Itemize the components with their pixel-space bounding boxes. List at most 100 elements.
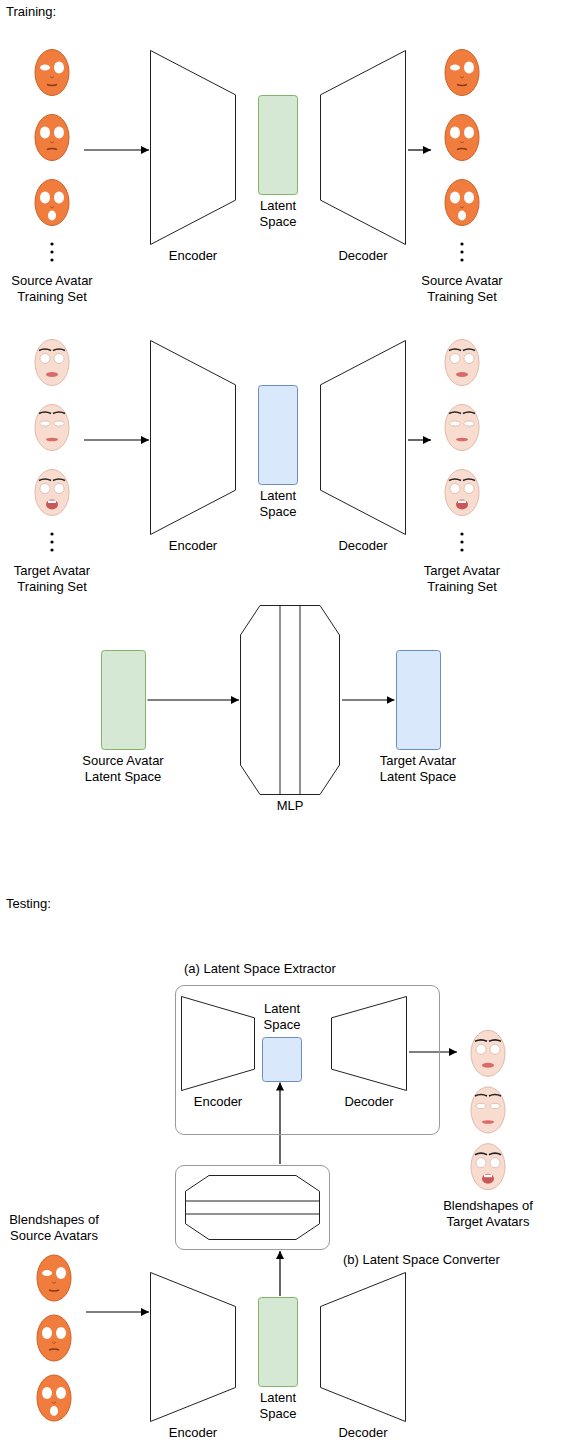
latent-space-block: Latent Space (248, 385, 308, 521)
node-label: Source Avatar Training Set (414, 270, 510, 306)
node-label: Encoder (150, 535, 236, 554)
node-label: Latent Space (248, 1387, 308, 1423)
arrow-connector (148, 699, 240, 700)
face-eye (476, 1158, 486, 1168)
face-mouth (482, 1063, 494, 1068)
shape-figure (320, 50, 406, 245)
face-eye (40, 484, 50, 494)
face-eye (490, 1158, 500, 1168)
decoder-trapezoid (321, 51, 406, 245)
face-mouth (49, 1349, 59, 1350)
face-eye (464, 62, 474, 74)
shape-figure (258, 1297, 298, 1387)
avatar-face (35, 470, 69, 516)
arrow-connector (84, 439, 149, 440)
face-mouth (482, 1120, 494, 1124)
avatar-face (445, 115, 479, 161)
face-mouth (457, 85, 467, 86)
face-mouth (50, 1406, 58, 1416)
mlp-layer-line (300, 606, 301, 795)
latent-space-block (259, 96, 298, 195)
ellipsis-dot (460, 540, 463, 543)
face-nose (460, 207, 464, 209)
node-label: Encoder (181, 1091, 255, 1110)
module-frame: (a) Latent Space ExtractorEncoderLatent … (175, 985, 440, 1135)
module-title: (b) Latent Space Converter (343, 1252, 500, 1268)
face-brow (489, 1095, 501, 1097)
face-teeth (48, 501, 56, 504)
shape-figure (262, 1037, 302, 1082)
node-label: Latent Space (248, 195, 308, 231)
face-eye (464, 127, 474, 139)
latent-space-block (259, 1298, 298, 1387)
arrow-connector (408, 439, 431, 440)
face-skin (445, 50, 479, 96)
face-nose (52, 1342, 56, 1344)
section-label: Testing: (6, 896, 51, 912)
arrow-connector (279, 1251, 280, 1296)
face-eye (56, 1387, 66, 1399)
shape-figure (432, 40, 492, 270)
face-eye (54, 192, 64, 204)
face-eye (40, 354, 50, 364)
face-skin (37, 1375, 71, 1421)
arrow-connector (279, 1083, 280, 1165)
face-mouth (456, 372, 468, 377)
face-eye (54, 127, 64, 139)
avatar-face (35, 50, 69, 96)
face-teeth (484, 1175, 492, 1178)
face-eye (450, 484, 460, 494)
mlp-outline (186, 1176, 320, 1240)
ellipsis-dot (50, 242, 53, 245)
face-skin (37, 1315, 71, 1361)
face-nose (50, 142, 54, 144)
encoder-block: Encoder (150, 1272, 236, 1441)
face-brow (463, 479, 475, 481)
face-brow (489, 1040, 501, 1042)
shape-figure (150, 340, 236, 535)
node-label: MLP (240, 795, 340, 814)
node-label: Target Avatar Training Set (4, 560, 100, 596)
ellipsis-dot (50, 258, 53, 261)
face-eye (490, 1104, 500, 1109)
avatar-face (471, 1144, 505, 1190)
face-eye (450, 65, 460, 71)
node-label: Blendshapes of Source Avatars (4, 1212, 104, 1248)
face-eye (56, 1267, 66, 1279)
face-brow (475, 1153, 487, 1155)
avatar-set: Target Avatar Training Set (414, 330, 510, 596)
face-skin (471, 1087, 505, 1133)
node-label: Decoder (320, 1422, 406, 1441)
avatar-face (445, 180, 479, 226)
avatar-face (35, 115, 69, 161)
face-skin (445, 470, 479, 516)
face-eye (54, 62, 64, 74)
face-skin (35, 340, 69, 386)
face-skin (35, 405, 69, 451)
shape-figure (320, 340, 406, 535)
arrow-connector (86, 1311, 149, 1312)
avatar-face (37, 1315, 71, 1361)
node-label: Source Avatar Training Set (4, 270, 100, 306)
decoder-block: Decoder (320, 50, 406, 264)
latent-space-block (396, 651, 440, 750)
face-eye (450, 127, 460, 139)
node-label: Source Avatar Latent Space (68, 750, 178, 786)
face-brow (475, 1095, 487, 1097)
latent-space-block (259, 386, 298, 485)
ellipsis-dot (460, 532, 463, 535)
latent-space-block: Target Avatar Latent Space (363, 650, 473, 786)
face-eye (464, 192, 474, 204)
encoder-trapezoid (151, 51, 236, 245)
face-teeth (458, 501, 466, 504)
ellipsis-dot (50, 532, 53, 535)
face-eye (40, 65, 50, 71)
face-eye (54, 484, 64, 494)
face-skin (445, 180, 479, 226)
face-mouth (48, 211, 56, 221)
node-label: Target Avatar Training Set (414, 560, 510, 596)
face-eye (40, 127, 50, 139)
face-brow (53, 349, 65, 351)
shape-figure (24, 1248, 84, 1428)
avatar-face (35, 405, 69, 451)
